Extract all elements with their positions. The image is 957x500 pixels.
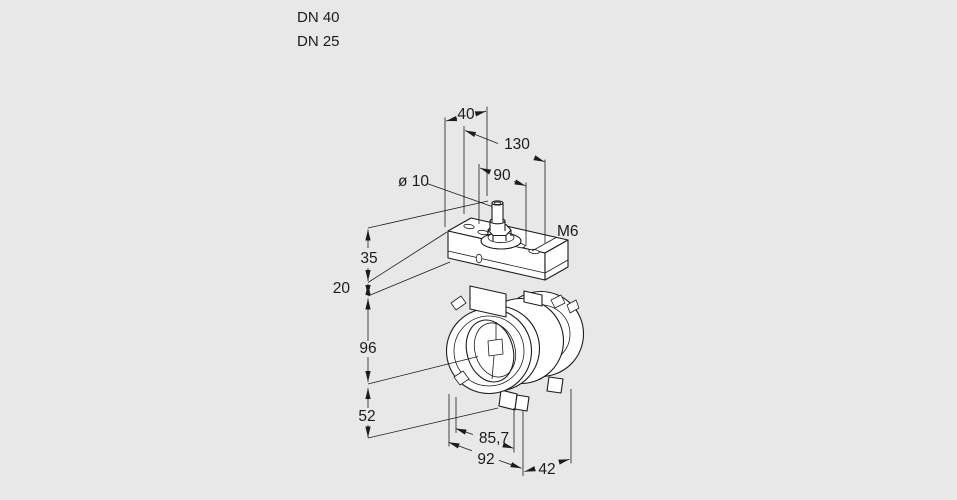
dn-size-primary: DN 40 bbox=[297, 9, 340, 26]
valve-disc bbox=[487, 322, 504, 380]
dim-plate-length-label: 130 bbox=[504, 136, 530, 153]
back-neck bbox=[523, 290, 543, 307]
dim-top-offset-label: 40 bbox=[457, 106, 475, 123]
dim-bolt-spacing-label: 90 bbox=[493, 167, 511, 184]
bore-far-wall bbox=[473, 322, 517, 378]
dimension-annotations bbox=[365, 106, 572, 476]
dim-plate-thickness-label: 20 bbox=[333, 280, 351, 297]
front-lug-left bbox=[498, 389, 518, 411]
dim-axis-height-label: 96 bbox=[359, 340, 376, 357]
valve-body bbox=[445, 285, 585, 412]
shaft-diameter-label: ø 10 bbox=[398, 173, 429, 190]
back-ring-notch bbox=[566, 299, 580, 314]
dim-lower-height-label: 52 bbox=[358, 408, 375, 425]
dn-size-secondary: DN 25 bbox=[297, 33, 340, 50]
thread-leader bbox=[531, 237, 557, 252]
shaft-diameter-leader bbox=[426, 183, 493, 207]
middle-ring-notch bbox=[550, 294, 566, 309]
dim-outer-width-label: 92 bbox=[477, 451, 494, 468]
plate-side-hole bbox=[475, 253, 483, 264]
front-lug-right bbox=[514, 394, 530, 412]
front-face-chamfer bbox=[453, 315, 525, 387]
back-lug bbox=[546, 376, 564, 394]
dim-shaft-height-label: 35 bbox=[360, 250, 377, 267]
front-rim-notch-lower bbox=[453, 370, 470, 386]
dim-inner-width-label: 85,7 bbox=[479, 430, 509, 447]
dim-body-depth-label: 42 bbox=[538, 461, 555, 478]
front-neck bbox=[469, 285, 507, 318]
thread-size-label: M6 bbox=[557, 223, 579, 240]
valve-shaft bbox=[489, 200, 506, 231]
bolt-holes bbox=[463, 223, 540, 255]
front-rim-notch-upper bbox=[450, 295, 467, 311]
flange-plate bbox=[447, 200, 569, 281]
labels: DN 40 DN 25 40 130 90 ø 10 M6 35 20 96 5… bbox=[297, 9, 579, 478]
